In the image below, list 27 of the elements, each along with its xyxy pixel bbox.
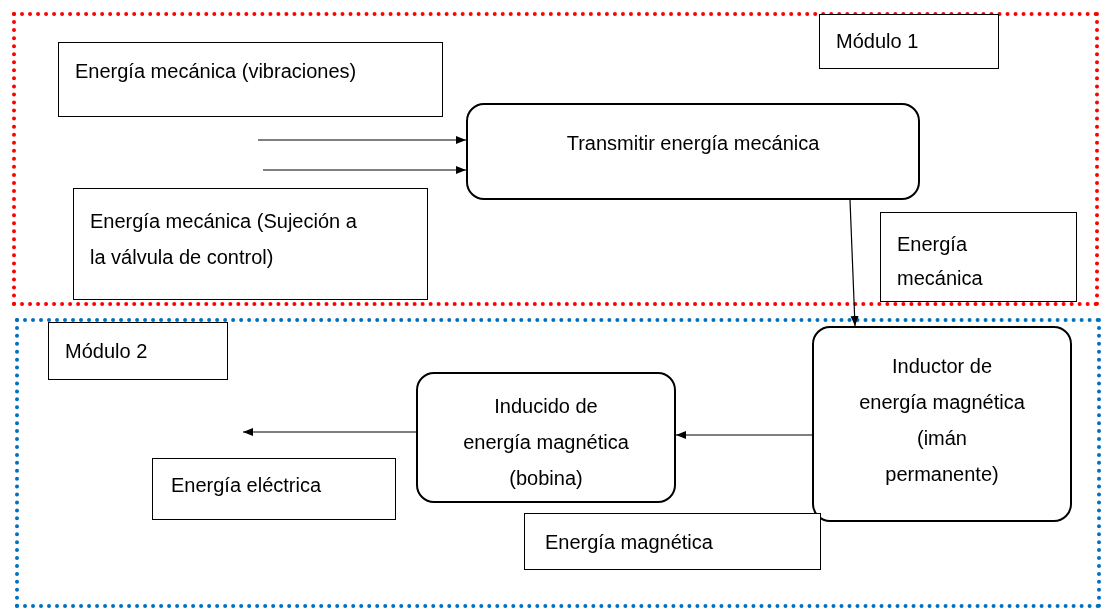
node-label: Módulo 2 xyxy=(64,339,149,364)
process-box xyxy=(466,103,920,200)
text-box xyxy=(48,322,228,380)
arrow xyxy=(262,166,467,174)
node-label: Inducido de energía magnética (bobina) xyxy=(462,394,630,491)
node-label: Transmitir energía mecánica xyxy=(565,131,821,156)
node-label: Energía magnética xyxy=(544,530,714,555)
text-box xyxy=(819,14,999,69)
arrow xyxy=(242,428,417,436)
node-label: Inductor de energía magnética (imán permanente) xyxy=(858,354,1026,487)
text-box xyxy=(152,458,396,520)
node-label: Energía eléctrica xyxy=(170,473,323,498)
dotted-frame xyxy=(15,318,1101,608)
node-label: Energía mecánica xyxy=(896,232,984,291)
text-box xyxy=(880,212,1077,302)
arrow xyxy=(849,199,859,327)
process-box xyxy=(812,326,1072,522)
arrow xyxy=(675,431,813,439)
text-box xyxy=(58,42,443,117)
node-label: Módulo 1 xyxy=(835,29,920,54)
node-label: Energía mecánica (vibraciones) xyxy=(74,59,358,84)
node-label: Energía mecánica (Sujeción a la válvula de control) xyxy=(89,209,358,270)
dotted-frame xyxy=(12,12,1099,306)
text-box xyxy=(524,513,821,570)
text-box xyxy=(73,188,428,300)
process-box xyxy=(416,372,676,503)
arrow xyxy=(257,136,467,144)
